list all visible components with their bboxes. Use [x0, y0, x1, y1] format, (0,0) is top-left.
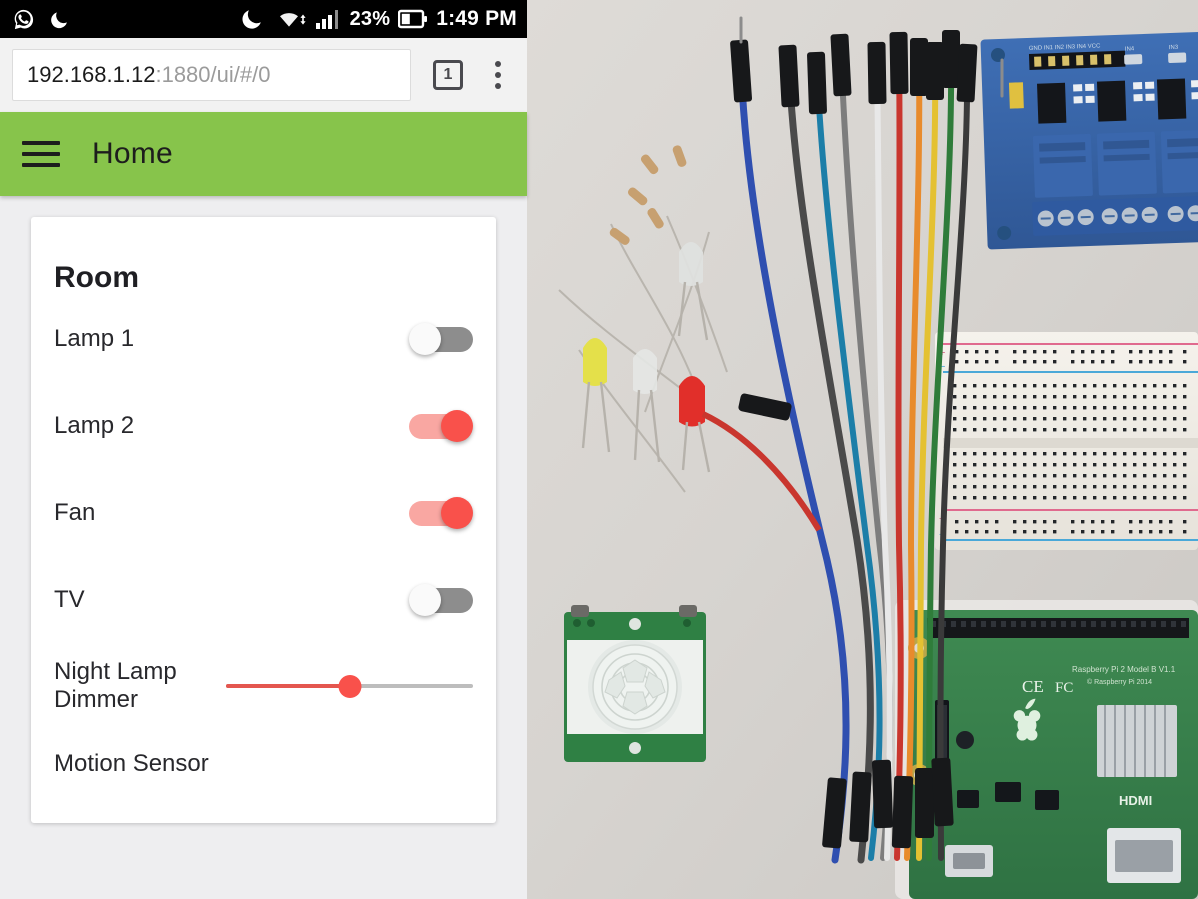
url-host-text: 192.168.1.12	[27, 62, 156, 87]
menu-dot-icon	[495, 83, 501, 89]
row-tv: TV	[54, 556, 473, 643]
tab-count-label: 1	[443, 66, 453, 83]
battery-percent-label: 23%	[349, 8, 391, 30]
pi-silkscreen-text: Raspberry Pi 2 Model B V1.1	[1072, 665, 1176, 674]
switch-knob	[441, 409, 473, 442]
relay-module: GND IN1 IN2 IN3 IN4 VCC	[980, 31, 1198, 250]
row-label: Fan	[54, 498, 96, 526]
tab-switcher-button[interactable]: 1	[433, 60, 463, 90]
browser-toolbar: 192.168.1.12:1880/ui/#/0 1	[0, 38, 527, 112]
row-lamp-1: Lamp 1	[54, 295, 473, 382]
status-bar-notifications	[12, 8, 70, 31]
jumper-wires	[730, 16, 1004, 864]
row-fan: Fan	[54, 469, 473, 556]
red-jumper-wire	[701, 393, 822, 532]
row-control	[409, 583, 473, 616]
slider-night-lamp-dimmer[interactable]	[226, 671, 473, 701]
switch-knob	[409, 322, 441, 355]
row-control	[409, 496, 473, 529]
moon-icon	[240, 7, 264, 31]
hamburger-icon[interactable]	[22, 139, 62, 169]
url-path-text: :1880/ui/#/0	[155, 62, 271, 87]
menu-dot-icon	[495, 61, 501, 67]
svg-text:IN4: IN4	[1125, 46, 1135, 52]
switch-lamp-1[interactable]	[409, 322, 473, 355]
switch-knob	[409, 583, 441, 616]
svg-text:−: −	[939, 361, 945, 373]
row-label: Lamp 1	[54, 324, 135, 352]
row-motion-sensor: Motion Sensor	[54, 729, 473, 799]
breadboard: + − + −	[935, 332, 1198, 550]
slider-fill	[226, 684, 350, 688]
electronics-photo: GND IN1 IN2 IN3 IN4 VCC	[527, 0, 1198, 899]
hamburger-line	[22, 152, 60, 156]
row-label: TV	[54, 585, 85, 613]
wifi-icon	[278, 7, 308, 31]
phone-screen: 23% 1:49 PM 192.168.1.12:1880/ui/#/0 1	[0, 0, 527, 899]
moon-icon	[49, 9, 70, 30]
status-bar-indicators: 23% 1:49 PM	[240, 7, 517, 31]
page-title: Home	[92, 137, 173, 170]
row-label: Lamp 2	[54, 411, 135, 439]
room-card: Room Lamp 1 Lamp 2	[31, 217, 496, 823]
row-control	[409, 322, 473, 355]
raspberry-pi: Raspberry Pi 2 Model B V1.1 © Raspberry …	[895, 600, 1198, 899]
row-label: Night Lamp Dimmer	[54, 658, 177, 713]
battery-icon	[398, 9, 428, 29]
switch-lamp-2[interactable]	[409, 409, 473, 442]
leds	[581, 242, 711, 473]
svg-text:FC: FC	[1055, 680, 1073, 696]
pir-motion-sensor	[564, 605, 706, 762]
row-night-lamp-dimmer: Night Lamp Dimmer	[54, 643, 473, 729]
dashboard-content: Room Lamp 1 Lamp 2	[0, 196, 527, 889]
hamburger-line	[22, 141, 60, 145]
switch-knob	[441, 496, 473, 529]
app-bar: Home	[0, 112, 527, 196]
svg-text:© Raspberry Pi 2014: © Raspberry Pi 2014	[1087, 678, 1152, 686]
svg-text:CE: CE	[1022, 677, 1044, 696]
card-title: Room	[54, 261, 139, 294]
row-control	[409, 409, 473, 442]
slider-thumb[interactable]	[338, 675, 361, 698]
raspberry-logo	[1013, 698, 1041, 741]
status-bar: 23% 1:49 PM	[0, 0, 527, 38]
menu-dot-icon	[495, 72, 501, 78]
switch-fan[interactable]	[409, 496, 473, 529]
status-bar-clock: 1:49 PM	[436, 7, 517, 30]
photo-illustration: GND IN1 IN2 IN3 IN4 VCC	[527, 0, 1198, 899]
address-bar[interactable]: 192.168.1.12:1880/ui/#/0	[12, 49, 411, 101]
pi-hdmi-label: HDMI	[1119, 793, 1152, 808]
svg-text:GND IN1 IN2 IN3 IN4 VCC: GND IN1 IN2 IN3 IN4 VCC	[1029, 43, 1102, 52]
resistor-bodies	[609, 145, 687, 245]
whatsapp-icon	[12, 8, 35, 31]
switch-tv[interactable]	[409, 583, 473, 616]
svg-text:IN3: IN3	[1169, 45, 1179, 51]
row-lamp-2: Lamp 2	[54, 382, 473, 469]
overflow-menu-button[interactable]	[481, 55, 515, 95]
signal-icon	[315, 8, 342, 30]
row-label: Motion Sensor	[54, 750, 209, 778]
hamburger-line	[22, 163, 60, 167]
